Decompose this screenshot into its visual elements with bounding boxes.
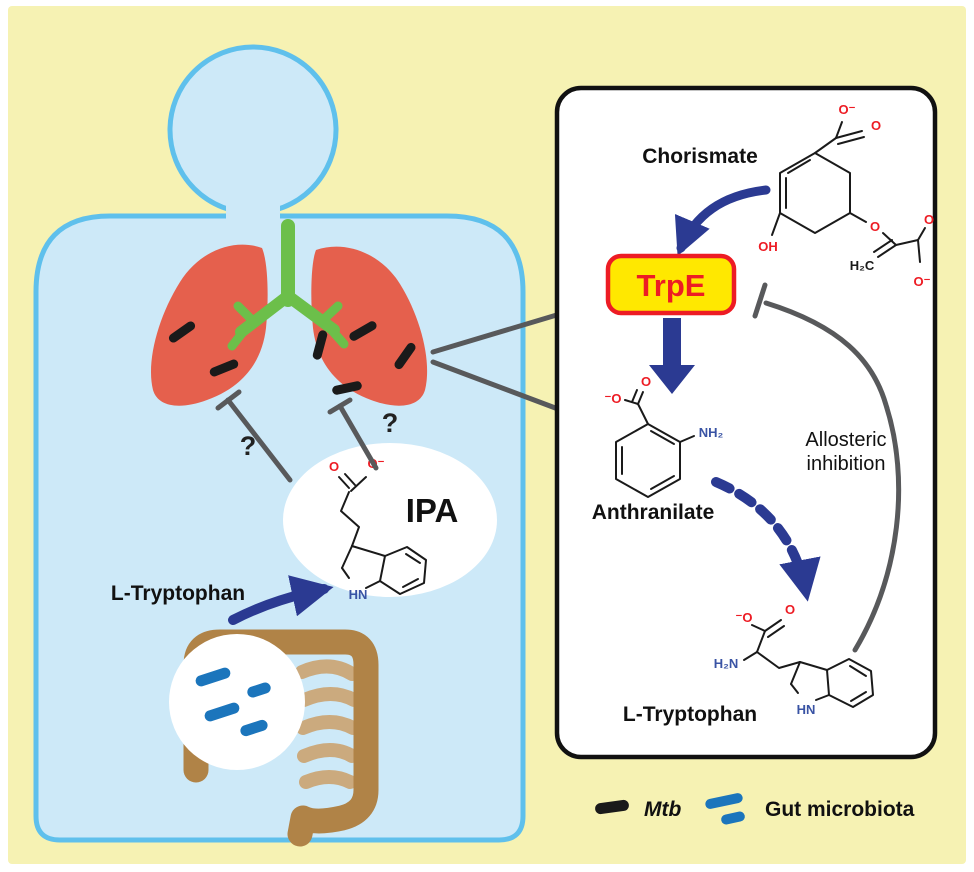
gut-bacterium <box>247 682 271 698</box>
left-lung <box>151 244 268 406</box>
chorismate-o-top: O <box>871 118 881 133</box>
chorismate-structure: O⁻ O OH O H₂C O O⁻ <box>758 102 934 289</box>
tryptophan-o-minus: ⁻O <box>736 610 753 625</box>
lungs <box>151 219 428 406</box>
trpe-to-anthranilate-arrow <box>649 318 695 394</box>
bronchi <box>227 219 349 351</box>
pathway-box: Chorismate O⁻ O OH O H₂C O O⁻ <box>554 85 938 760</box>
tryptophan-structure: ⁻O O H₂N HN <box>714 602 874 717</box>
mtb-bacterium <box>312 330 328 360</box>
chorismate-to-trpe-arrow <box>674 185 771 257</box>
human-neck <box>226 192 280 224</box>
chorismate-o-ether: O <box>870 219 880 234</box>
legend: Mtb Gut microbiota <box>595 793 915 825</box>
anthranilate-nh2: NH₂ <box>699 425 724 440</box>
pathway-box-frame <box>554 85 938 760</box>
lung-to-box-line <box>430 359 561 412</box>
tryptophan-o: O <box>785 602 795 617</box>
chorismate-label: Chorismate <box>642 145 758 168</box>
gut-bacterium <box>195 667 231 687</box>
chorismate-o-minus-right: O⁻ <box>914 274 931 289</box>
mtb-bacterium <box>394 342 416 370</box>
lung-to-trpe-line <box>430 308 573 355</box>
allosteric-label-line1: Allosteric <box>805 429 886 451</box>
anthranilate-o: O <box>641 374 651 389</box>
legend-gut-label: Gut microbiota <box>765 798 915 821</box>
ipa-inhibits-right-lung-line <box>337 403 379 471</box>
inhibition-bar <box>215 389 242 411</box>
inhibition-bar <box>327 397 353 415</box>
legend-mtb-icon <box>595 799 629 815</box>
mtb-bacterium <box>332 381 362 395</box>
ipa-inhibits-left-lung-line <box>225 397 293 483</box>
chorismate-oh: OH <box>758 239 778 254</box>
question-mark-left: ? <box>240 431 257 461</box>
ipa-hn-label: HN <box>349 587 368 602</box>
mtb-bacterium <box>209 359 239 377</box>
ipa-ellipse <box>283 443 497 597</box>
allosteric-inhibition-curve <box>763 300 902 653</box>
ipa-oxygen-label: O <box>329 459 339 474</box>
question-mark-right: ? <box>382 408 399 438</box>
trpe-label: TrpE <box>637 268 706 303</box>
chorismate-h2c: H₂C <box>850 258 875 273</box>
chorismate-o-minus-top: O⁻ <box>839 102 856 117</box>
gut-bacterium <box>204 702 240 722</box>
allosteric-inhibition-bar <box>752 282 768 319</box>
mtb-in-lungs <box>168 321 416 395</box>
l-tryptophan-body-label: L-Tryptophan <box>111 582 245 605</box>
anthranilate-o-minus: ⁻O <box>605 391 622 406</box>
mtb-bacterium <box>168 321 196 343</box>
allosteric-label-line2: inhibition <box>807 453 886 475</box>
anthranilate-to-tryptophan-dashed-arrow <box>711 477 821 602</box>
small-intestine <box>295 659 361 789</box>
ipa-label: IPA <box>406 492 459 529</box>
human-head <box>167 44 339 216</box>
legend-gut-icon <box>705 793 745 825</box>
gut-bacterium <box>240 719 268 737</box>
tryptophan-h2n: H₂N <box>714 656 739 671</box>
gut-bacteria <box>195 667 271 737</box>
legend-mtb-label: Mtb <box>644 798 681 821</box>
gut-microbiota-circle <box>169 634 305 770</box>
anthranilate-label: Anthranilate <box>592 501 715 524</box>
chorismate-o-right: O <box>924 212 934 227</box>
trpe-box <box>605 253 737 316</box>
body-arrows: ? ? <box>215 291 579 625</box>
tryptophan-to-ipa-arrow <box>228 575 334 625</box>
mtb-bacterium <box>349 321 377 341</box>
ipa-oval: O O⁻ HN IPA <box>283 443 497 602</box>
tryptophan-hn: HN <box>797 702 816 717</box>
intestines <box>169 629 379 847</box>
anthranilate-structure: ⁻O O NH₂ <box>605 374 724 498</box>
l-tryptophan-box-label: L-Tryptophan <box>623 703 757 726</box>
